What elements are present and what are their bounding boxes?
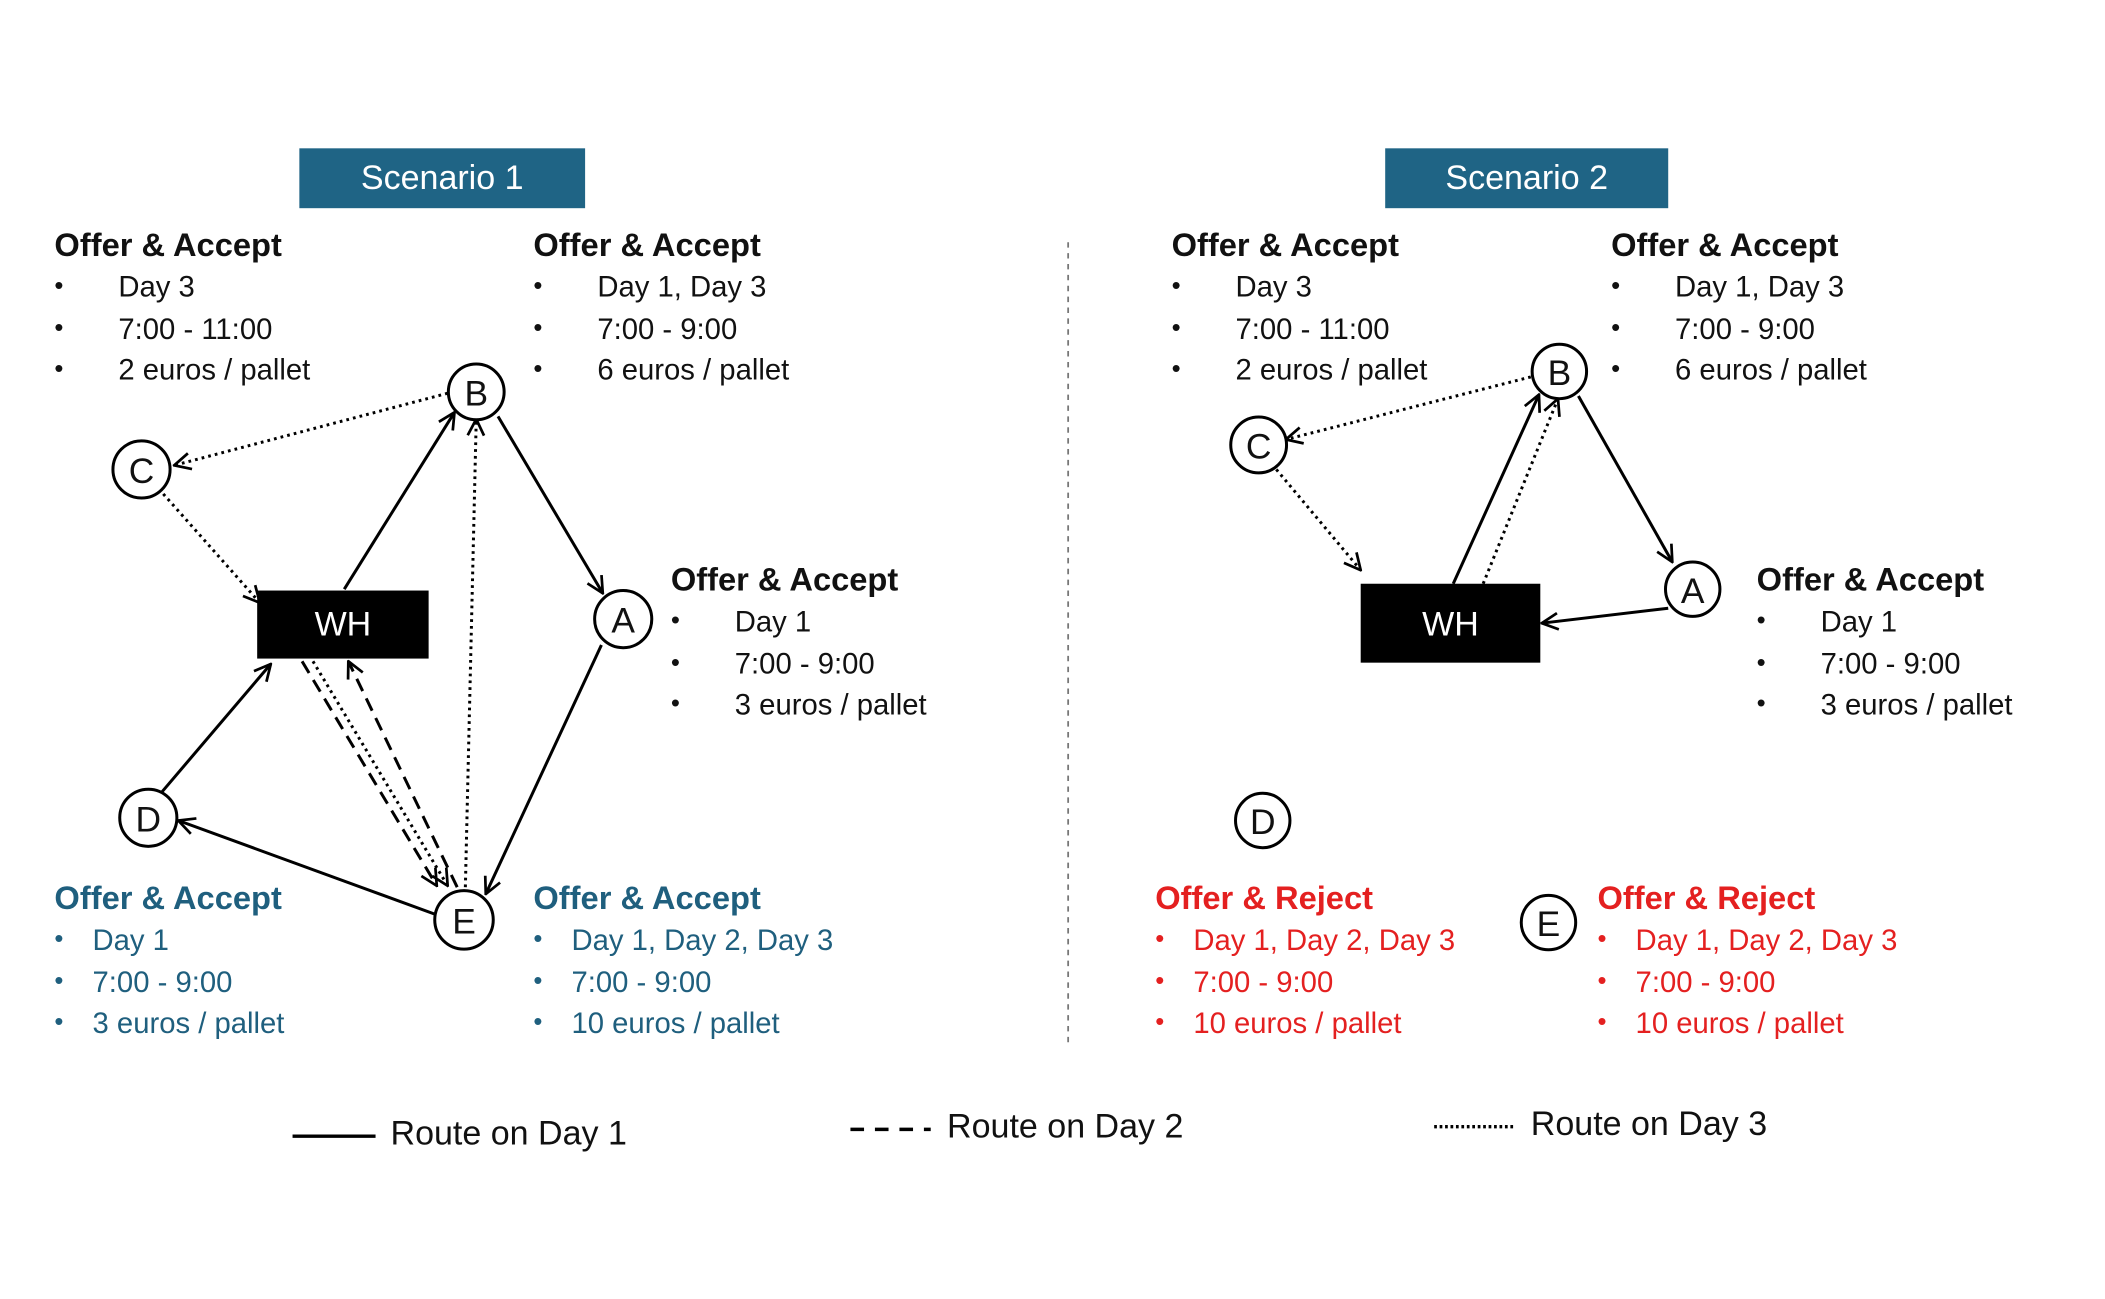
- s2-offer-a-price: 3 euros / pallet: [1757, 684, 2013, 726]
- s1-node-b: B: [446, 362, 506, 422]
- s2-offer-c-title: Offer & Accept: [1171, 227, 1400, 264]
- s1-offer-d: Offer & Accept Day 1 7:00 - 9:00 3 euros…: [54, 879, 284, 1044]
- s2-route-a-wh-day1: [1542, 606, 1669, 623]
- s1-offer-c-title: Offer & Accept: [54, 227, 282, 264]
- s1-node-c: C: [111, 439, 172, 500]
- s1-offer-b-title: Offer & Accept: [533, 227, 761, 264]
- s2-route-b-a-day1: [1577, 395, 1672, 562]
- s1-offer-a-price: 3 euros / pallet: [671, 684, 927, 726]
- s1-route-b-a-day1: [496, 415, 603, 593]
- s1-offer-e-day: Day 1, Day 2, Day 3: [533, 920, 833, 962]
- s1-offer-c-price: 2 euros / pallet: [54, 350, 310, 392]
- s1-route-e-b-day3: [463, 419, 476, 888]
- s2-offer-d-time: 7:00 - 9:00: [1155, 961, 1455, 1003]
- s2-route-wh-b-day1: [1451, 395, 1539, 585]
- legend-day2-label: Route on Day 2: [947, 1107, 1184, 1146]
- s1-node-e-label: E: [452, 902, 476, 941]
- s1-node-d: D: [118, 787, 179, 848]
- s2-node-a: A: [1664, 560, 1722, 618]
- s1-offer-a-title: Offer & Accept: [670, 561, 899, 599]
- s1-offer-c-time: 7:00 - 11:00: [54, 308, 310, 350]
- s2-offer-d-price: 10 euros / pallet: [1155, 1003, 1455, 1045]
- s2-node-c: C: [1229, 415, 1289, 475]
- legend-day3-label: Route on Day 3: [1530, 1104, 1768, 1143]
- s1-node-b-label: B: [464, 374, 488, 413]
- s2-offer-e: Offer & Reject Day 1, Day 2, Day 3 7:00 …: [1597, 879, 1897, 1044]
- s1-offer-e-price: 10 euros / pallet: [533, 1003, 833, 1045]
- s2-offer-d-title: Offer & Reject: [1155, 880, 1374, 918]
- scenario-2-banner: Scenario 2: [1385, 148, 1669, 209]
- s1-offer-e: Offer & Accept Day 1, Day 2, Day 3 7:00 …: [533, 879, 833, 1044]
- s1-offer-d-day: Day 1: [54, 920, 284, 962]
- s2-offer-e-time: 7:00 - 9:00: [1597, 961, 1897, 1003]
- s2-node-d: D: [1234, 791, 1292, 850]
- s2-offer-b-day: Day 1, Day 3: [1611, 267, 1867, 309]
- s1-node-c-label: C: [129, 452, 155, 491]
- s1-offer-d-time: 7:00 - 9:00: [54, 961, 284, 1003]
- s2-offer-a-day: Day 1: [1757, 601, 2013, 643]
- s1-offer-a-time: 7:00 - 9:00: [671, 643, 927, 685]
- s1-route-wh-b-day1: [342, 412, 454, 590]
- s1-node-e: E: [433, 889, 495, 951]
- s1-offer-c-day: Day 3: [54, 267, 310, 309]
- s2-offer-b-time: 7:00 - 9:00: [1611, 308, 1867, 350]
- legend-day1-label: Route on Day 1: [390, 1114, 627, 1153]
- s1-node-a: A: [593, 589, 654, 650]
- s1-offer-e-time: 7:00 - 9:00: [533, 961, 833, 1003]
- s1-offer-a-day: Day 1: [671, 601, 927, 643]
- s1-route-a-e-day1: [486, 644, 603, 894]
- s2-offer-b: Offer & Accept Day 1, Day 3 7:00 - 9:00 …: [1611, 226, 1867, 391]
- s1-route-wh-e-day2: [300, 660, 437, 886]
- s2-offer-c: Offer & Accept Day 3 7:00 - 11:00 2 euro…: [1172, 226, 1428, 391]
- s2-offer-a: Offer & Accept Day 1 7:00 - 9:00 3 euros…: [1757, 561, 2013, 726]
- s2-route-c-wh-day3: [1275, 468, 1360, 570]
- s1-offer-d-title: Offer & Accept: [54, 880, 282, 918]
- s2-node-e-label: E: [1537, 905, 1561, 944]
- s1-route-e-d-day1: [178, 821, 436, 916]
- s2-node-a-label: A: [1681, 572, 1705, 611]
- s1-route-b-c-day3: [174, 391, 449, 465]
- s1-warehouse-node: WH: [257, 590, 429, 659]
- s2-offer-e-day: Day 1, Day 2, Day 3: [1597, 920, 1897, 962]
- s2-offer-d: Offer & Reject Day 1, Day 2, Day 3 7:00 …: [1155, 879, 1455, 1044]
- s1-offer-b-price: 6 euros / pallet: [533, 350, 789, 392]
- s1-node-d-label: D: [136, 800, 162, 839]
- s2-node-c-label: C: [1246, 428, 1272, 467]
- s1-offer-b-time: 7:00 - 9:00: [533, 308, 789, 350]
- s2-node-b-label: B: [1548, 354, 1572, 393]
- scenario-2-label: Scenario 2: [1445, 158, 1609, 197]
- s2-offer-d-day: Day 1, Day 2, Day 3: [1155, 920, 1455, 962]
- s2-offer-c-price: 2 euros / pallet: [1172, 350, 1428, 392]
- scenario-1-label: Scenario 1: [360, 158, 524, 197]
- s2-node-b: B: [1530, 342, 1589, 401]
- s1-route-d-wh-day1: [160, 664, 271, 793]
- s1-offer-b: Offer & Accept Day 1, Day 3 7:00 - 9:00 …: [533, 226, 789, 391]
- s2-offer-b-price: 6 euros / pallet: [1611, 350, 1867, 392]
- s2-node-d-label: D: [1250, 803, 1276, 842]
- s2-offer-c-time: 7:00 - 11:00: [1172, 308, 1428, 350]
- s1-route-e-wh-day2: [348, 661, 459, 888]
- s2-offer-e-title: Offer & Reject: [1597, 880, 1816, 918]
- s2-node-e: E: [1519, 893, 1578, 952]
- s2-offer-a-title: Offer & Accept: [1756, 561, 1985, 599]
- s2-offer-a-time: 7:00 - 9:00: [1757, 643, 2013, 685]
- s1-offer-b-day: Day 1, Day 3: [533, 267, 789, 309]
- s2-warehouse-label: WH: [1422, 605, 1479, 643]
- s2-route-b-c-day3: [1286, 375, 1532, 440]
- s1-offer-e-title: Offer & Accept: [533, 880, 761, 918]
- s1-warehouse-label: WH: [315, 605, 372, 643]
- s1-route-wh-e-day3: [311, 660, 448, 886]
- s1-node-a-label: A: [611, 602, 635, 641]
- s2-warehouse-node: WH: [1360, 583, 1541, 663]
- scenario-1-banner: Scenario 1: [299, 148, 586, 209]
- s2-offer-e-price: 10 euros / pallet: [1597, 1003, 1897, 1045]
- s2-offer-b-title: Offer & Accept: [1611, 227, 1839, 264]
- s1-offer-a: Offer & Accept Day 1 7:00 - 9:00 3 euros…: [671, 561, 927, 726]
- s2-offer-c-day: Day 3: [1172, 267, 1428, 309]
- s1-offer-d-price: 3 euros / pallet: [54, 1003, 284, 1045]
- s1-offer-c: Offer & Accept Day 3 7:00 - 11:00 2 euro…: [54, 226, 310, 391]
- s1-route-c-wh-day3: [162, 492, 260, 603]
